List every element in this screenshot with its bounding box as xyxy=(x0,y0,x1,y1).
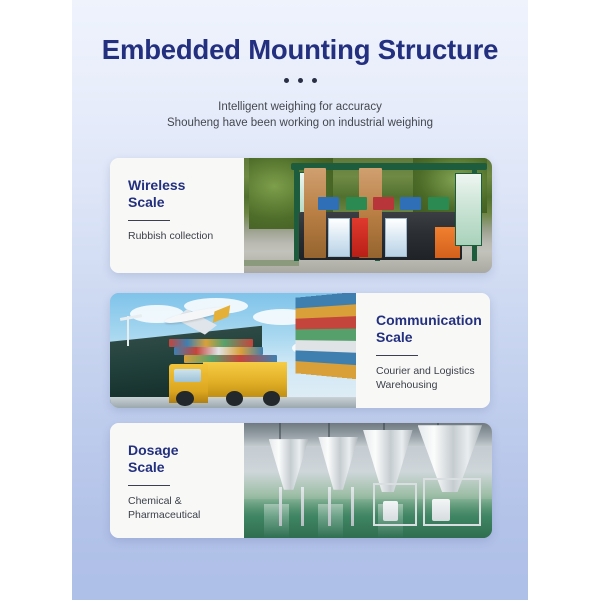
card-subtitle: Rubbish collection xyxy=(128,229,244,243)
container-stack-right xyxy=(295,293,356,379)
hopper-1 xyxy=(268,439,309,490)
container-stack-row-3 xyxy=(183,355,278,364)
support-leg-3 xyxy=(328,487,332,527)
page-title: Embedded Mounting Structure xyxy=(101,34,499,65)
filling-bag-2 xyxy=(432,498,450,521)
support-leg-1 xyxy=(278,487,282,527)
machine-frame-1 xyxy=(372,482,417,526)
card-title-line-1: Wireless xyxy=(128,177,186,193)
wood-slat-bin-1 xyxy=(303,168,326,259)
floor-reflection-1 xyxy=(263,503,289,538)
dot-1 xyxy=(283,77,289,83)
subtitle-line-2: Shouheng have been working on industrial… xyxy=(167,117,433,130)
card-subtitle-line-1: Chemical & xyxy=(128,495,182,508)
freight-logistics-plane-ship-truck-photo xyxy=(110,293,356,408)
poster-right xyxy=(455,172,483,247)
green-epoxy-floor xyxy=(244,498,492,538)
display-screen-3 xyxy=(372,197,395,210)
dot-2 xyxy=(297,77,303,83)
recycling-scene xyxy=(244,158,492,273)
ceiling-beam-2 xyxy=(328,423,331,446)
display-screen-1 xyxy=(318,197,340,210)
card-divider-rule xyxy=(128,484,170,487)
page-subtitle: Intelligent weighing for accuracy Shouhe… xyxy=(72,99,528,132)
truck-wheel-1 xyxy=(176,390,194,406)
ceiling-beam-1 xyxy=(278,423,281,446)
ship-mast xyxy=(127,316,130,346)
support-leg-2 xyxy=(301,487,305,527)
card-title-line-2: Scale xyxy=(128,193,165,210)
machine-frame-2 xyxy=(422,478,482,526)
card-text-block: Communication Scale Courier and Logistic… xyxy=(356,293,490,408)
red-kiosk xyxy=(351,217,368,257)
card-subtitle-line-1: Courier and Logistics xyxy=(376,365,475,378)
curb xyxy=(244,260,299,267)
truck-wheel-2 xyxy=(225,390,243,406)
card-title-line-2: Scale xyxy=(128,458,165,475)
feature-card-wireless-scale[interactable]: Wireless Scale Rubbish collection xyxy=(110,158,492,273)
card-text-block: Dosage Scale Chemical & Pharmaceutical xyxy=(110,423,244,538)
card-title: Wireless Scale xyxy=(128,177,244,211)
decorative-dots xyxy=(72,77,528,83)
card-title-line-1: Communication xyxy=(376,312,482,328)
shelter-post-1 xyxy=(293,162,299,262)
truck-trailer xyxy=(203,362,288,397)
feature-card-communication-scale[interactable]: Communication Scale Courier and Logistic… xyxy=(110,293,490,408)
card-title: Communication Scale xyxy=(376,312,490,346)
card-subtitle-line-2: Warehousing xyxy=(376,379,438,392)
dosing-plant-scene xyxy=(244,423,492,538)
logistics-scene xyxy=(110,293,356,408)
container-stack-row-2 xyxy=(173,347,263,356)
display-screen-4 xyxy=(400,197,422,210)
shelter-canopy xyxy=(291,162,488,170)
industrial-hopper-dosing-plant-photo xyxy=(244,423,492,538)
truck-windshield xyxy=(173,368,201,382)
card-subtitle: Chemical & Pharmaceutical xyxy=(128,494,244,522)
card-title: Dosage Scale xyxy=(128,442,244,476)
card-subtitle: Courier and Logistics Warehousing xyxy=(376,364,490,392)
display-screen-5 xyxy=(427,197,449,210)
card-divider-rule xyxy=(128,219,170,222)
info-panel-2 xyxy=(385,217,408,257)
content-panel: Embedded Mounting Structure Intelligent … xyxy=(72,0,528,600)
recycling-collection-station-photo xyxy=(244,158,492,273)
page-header: Embedded Mounting Structure Intelligent … xyxy=(72,0,528,132)
dot-3 xyxy=(311,77,317,83)
info-panel-1 xyxy=(328,217,351,257)
support-leg-4 xyxy=(350,487,354,527)
card-text-block: Wireless Scale Rubbish collection xyxy=(110,158,244,273)
feature-card-dosage-scale[interactable]: Dosage Scale Chemical & Pharmaceutical xyxy=(110,423,492,538)
hopper-2 xyxy=(318,436,359,490)
display-screen-2 xyxy=(345,197,367,210)
card-divider-rule xyxy=(376,354,418,357)
truck-wheel-3 xyxy=(262,390,280,406)
filling-bag-1 xyxy=(382,501,398,521)
card-title-line-2: Scale xyxy=(376,328,413,345)
card-subtitle-line-1: Rubbish collection xyxy=(128,230,214,243)
card-subtitle-line-2: Pharmaceutical xyxy=(128,509,201,522)
container-stack-row-1 xyxy=(169,339,253,348)
card-title-line-1: Dosage xyxy=(128,442,179,458)
subtitle-line-1: Intelligent weighing for accuracy xyxy=(218,100,382,113)
